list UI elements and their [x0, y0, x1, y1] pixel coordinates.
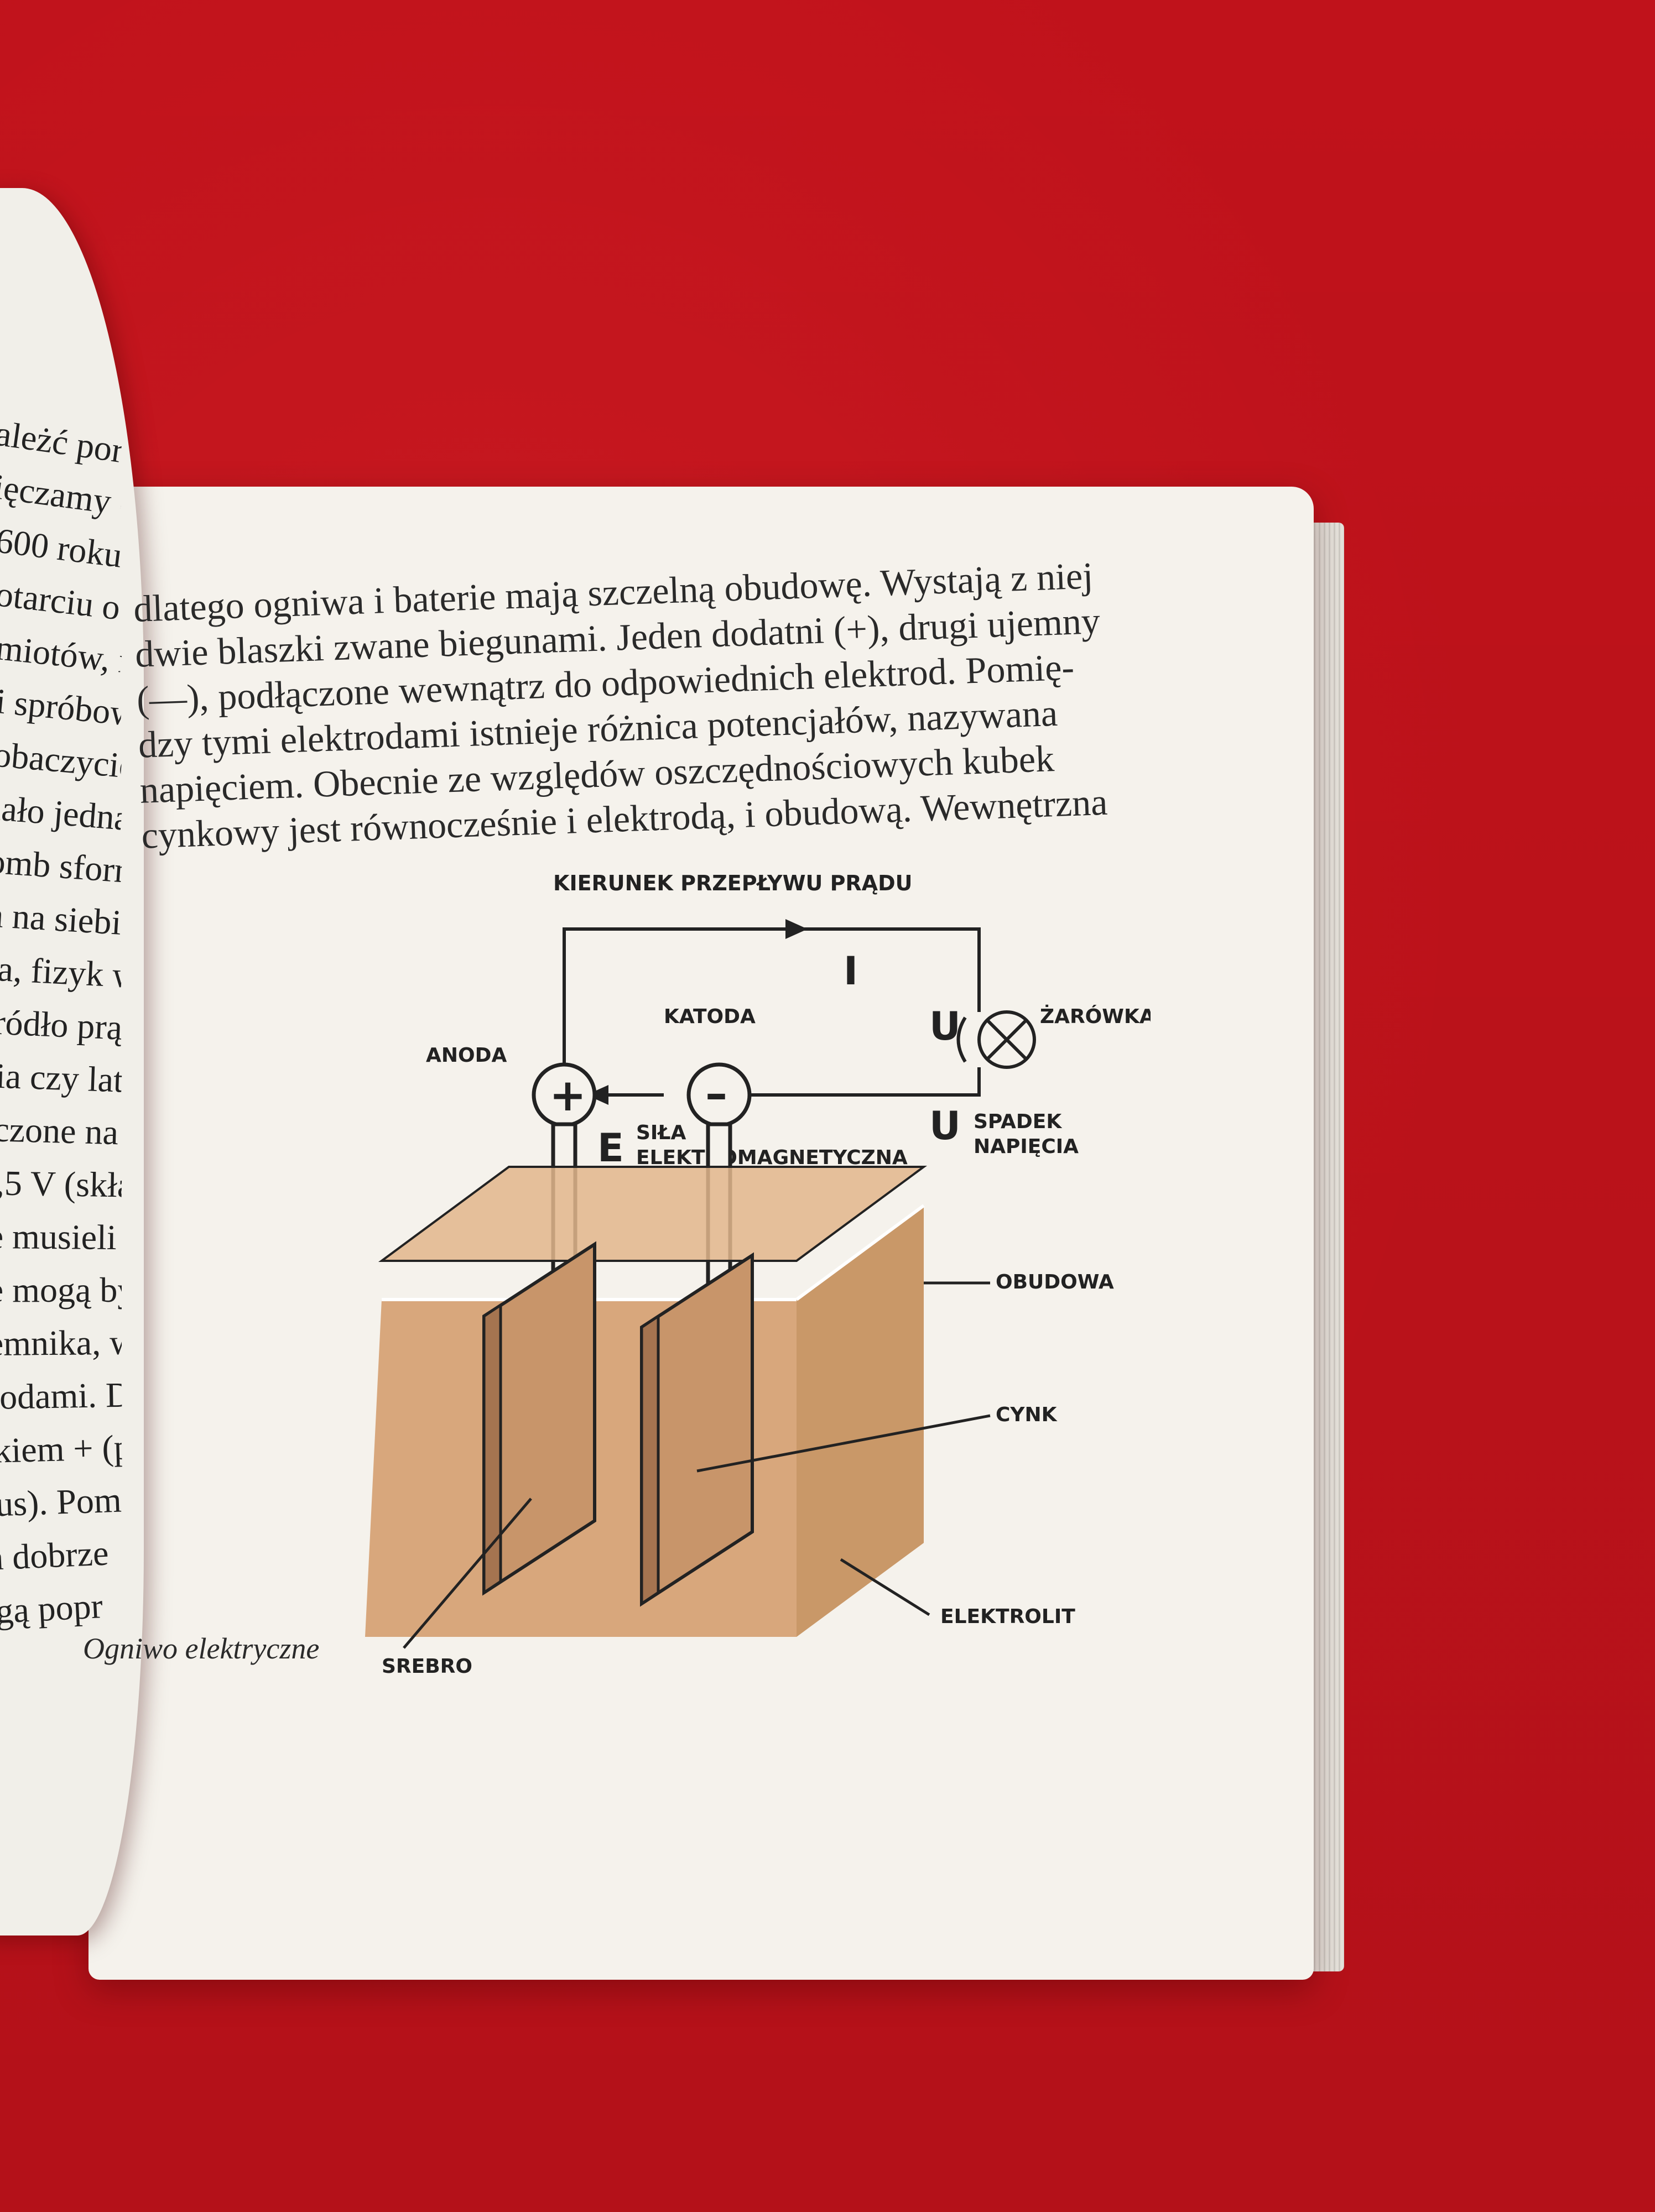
- left-page-fragment: nus). Pome: [0, 1479, 123, 1525]
- silver-label: SREBRO: [382, 1655, 472, 1678]
- emf-label-2: ELEKTROMAGNETYCZNA: [636, 1146, 908, 1169]
- voltage-drop-label-2: NAPIĘCIA: [974, 1135, 1079, 1158]
- body-text-block: dlatego ogniwa i baterie mają szczelną o…: [133, 547, 1248, 858]
- voltage-arrow: [956, 1016, 967, 1063]
- left-page-fragment: zięczamy czaso: [0, 465, 124, 524]
- left-page-fragment: należć porcela: [0, 411, 124, 471]
- svg-text:–: –: [705, 1068, 727, 1119]
- emf-label-1: SIŁA: [636, 1121, 686, 1144]
- housing-label: OBUDOWA: [996, 1271, 1114, 1293]
- left-page-fragment: siało jednak: [0, 786, 123, 839]
- electrolyte-side: [797, 1206, 924, 1637]
- current-symbol: I: [844, 948, 858, 994]
- left-page-fragment: jemnika, w: [0, 1322, 122, 1364]
- bulb-label: ŻARÓWKA: [1040, 1004, 1151, 1028]
- silver-leader: [403, 1498, 532, 1649]
- left-page-fragment: ie musieli p: [0, 1216, 122, 1258]
- electrolyte-leader: [840, 1558, 930, 1616]
- left-page-fragment: ie mogą być: [0, 1270, 122, 1310]
- svg-text:+: +: [549, 1070, 586, 1121]
- emf-symbol: E: [597, 1125, 624, 1171]
- voltage-drop-label-1: SPADEK: [974, 1110, 1062, 1133]
- left-page-fragment: trodami. Do: [0, 1374, 122, 1417]
- left-page-fragment: lta, fizyk wł: [0, 948, 123, 996]
- current-arrow-head-left: [586, 1085, 608, 1105]
- current-arrow-head-right: [785, 919, 808, 939]
- anode-label: ANODA: [426, 1044, 507, 1067]
- left-page-fragment: 1600 roku wyk: [0, 518, 124, 576]
- left-page-fragment: ja dobrze: [0, 1533, 110, 1578]
- left-page-fragment: ni spróbowa: [0, 679, 123, 734]
- left-page-fragment: potarciu o sk: [0, 572, 123, 629]
- zinc-label: CYNK: [996, 1404, 1058, 1426]
- left-page-fragment: akiem + (p: [0, 1427, 122, 1471]
- left-page-fragment: zobaczycie, że: [0, 733, 123, 786]
- left-page-fragment: dmiotów, np.: [0, 625, 124, 681]
- circuit-wire-return: [730, 1067, 981, 1097]
- left-page-fragment: lomb sformu: [0, 841, 123, 891]
- current-direction-label: KIERUNEK PRZEPŁYWU PRĄDU: [553, 871, 913, 895]
- left-page-fragment: ia na siebie d: [0, 894, 123, 943]
- left-page-fragment: ogą popr: [0, 1586, 104, 1632]
- left-page-fragment: aczone na op: [0, 1109, 122, 1154]
- circuit-wire: [563, 927, 981, 1095]
- zinc-plate: [640, 1252, 754, 1607]
- voltage-symbol-drop: U: [929, 1103, 961, 1149]
- galvanic-cell-diagram: KIERUNEK PRZEPŁYWU PRĄDU I KATODA ANODA …: [365, 863, 1155, 1714]
- left-page-fragment: 4,5 V (skład: [0, 1162, 122, 1206]
- voltage-symbol-bulb: U: [929, 1004, 961, 1049]
- zinc-leader: [696, 1414, 991, 1473]
- electrolyte-label: ELEKTROLIT: [940, 1605, 1075, 1628]
- bulb-icon: [977, 1010, 1036, 1069]
- electrolyte-top: [382, 1167, 924, 1261]
- left-page-fragment: dia czy latarı: [0, 1055, 123, 1101]
- cathode-label: KATODA: [664, 1005, 756, 1028]
- figure-caption: Ogniwo elektryczne: [83, 1632, 320, 1665]
- left-page-fragment: źródło prąd: [0, 1001, 123, 1048]
- silver-plate: [482, 1241, 596, 1596]
- housing-top-outline: [378, 1166, 928, 1262]
